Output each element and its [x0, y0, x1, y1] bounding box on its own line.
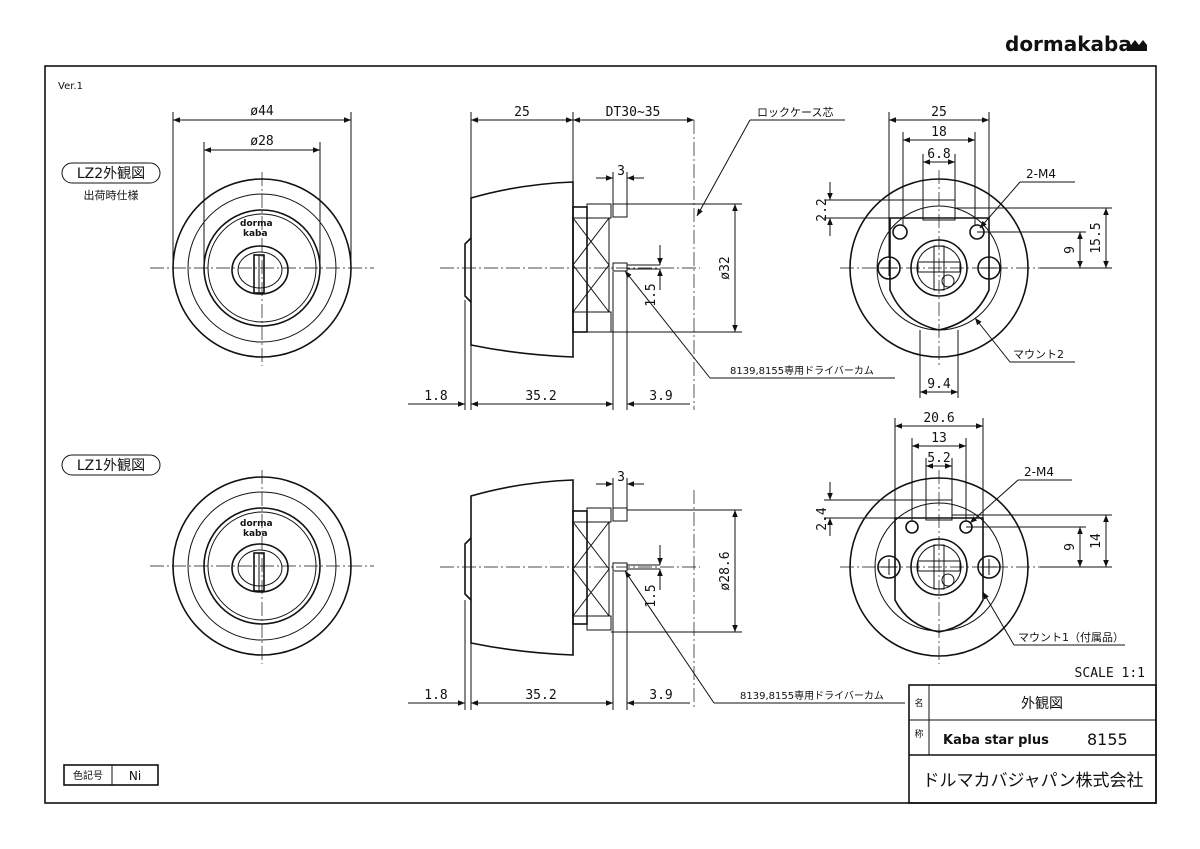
crown-logo-icon [1127, 40, 1147, 51]
front-view-lz1 [150, 470, 374, 664]
dim-side-352-text: 35.2 [525, 389, 556, 404]
dim-side-15-text: 1.5 [644, 283, 659, 306]
color-code-box [63, 764, 159, 786]
dim-side-39-text: 3.9 [649, 389, 672, 404]
mount2-screw-text: 2-M4 [1026, 167, 1056, 181]
mount2-dim-22-text: 2.2 [815, 198, 830, 221]
mount2-view [840, 170, 1040, 366]
mount1-screw-text: 2-M4 [1024, 465, 1054, 479]
dim-side-3-lz1 [596, 478, 644, 508]
cam-note-top: 8139,8155専用ドライバーカム [730, 365, 874, 377]
mount1-dim-206-text: 20.6 [923, 411, 954, 426]
lock-core-label: ロックケース芯 [757, 105, 833, 119]
company-name: ドルマカバジャパン株式会社 [923, 771, 1144, 791]
svg-text:LZ1外観図: LZ1外観図 [77, 457, 145, 474]
mount1-dim-24 [824, 482, 926, 536]
cam-leader-top [624, 270, 895, 379]
mount2-dim-9-text: 9 [1063, 246, 1078, 254]
title-block-label-2: 称 [914, 728, 923, 740]
side-view-lz2 [440, 120, 700, 410]
title-block [908, 684, 1157, 804]
mount1-dim-24-text: 2.4 [815, 507, 830, 531]
mount2-dim-155-text: 15.5 [1089, 222, 1104, 253]
mount2-dim-94-text: 9.4 [927, 377, 951, 392]
color-code-label: 色記号 [73, 769, 103, 782]
dim-side-18-text: 1.8 [424, 389, 447, 404]
dim-side-18-lz1-text: 1.8 [424, 688, 447, 703]
dim-side-dia32 [611, 203, 742, 333]
dim-side-25 [470, 112, 574, 200]
mount2-label: マウント2 [1013, 348, 1064, 361]
svg-text:LZ2外観図: LZ2外観図 [77, 165, 145, 182]
mount2-dim-18-text: 18 [931, 125, 947, 140]
dim-side-bottom-row-lz1 [408, 572, 690, 710]
mount2-dim-68-text: 6.8 [927, 147, 950, 162]
mount1-label: マウント1（付属品） [1018, 631, 1124, 644]
product-name: Kaba star plus [943, 733, 1049, 748]
mount2-label-leader [974, 317, 1075, 363]
dim-side-dia286 [611, 509, 742, 633]
mount2-dim-68 [922, 154, 956, 200]
dim-side-dia286-text: ø28.6 [718, 551, 733, 590]
mount1-dim-52-text: 5.2 [927, 451, 950, 466]
mount1-dim-52 [925, 458, 953, 500]
dim-outer-dia-lz2 [172, 112, 352, 268]
dim-side-3-lz1-text: 3 [617, 470, 625, 485]
dim-side-3-text: 3 [617, 164, 625, 179]
mount1-dim-14 [952, 514, 1112, 568]
dim-side-dia32-text: ø32 [718, 256, 733, 279]
dim-side-39-lz1-text: 3.9 [649, 688, 672, 703]
side-view-lz1 [440, 479, 700, 710]
dim-side-352-lz1-text: 35.2 [525, 688, 556, 703]
lz2-subtitle: 出荷時仕様 [84, 188, 139, 202]
dim-inner-dia-lz2 [203, 142, 321, 268]
color-code-value: Ni [129, 769, 141, 783]
mount2-screw-leader [979, 181, 1075, 229]
mount1-view [840, 470, 1040, 664]
mount2-dim-25 [888, 112, 990, 258]
mount1-dim-206 [894, 418, 984, 518]
cam-note-bottom: 8139,8155専用ドライバーカム [740, 690, 884, 702]
product-model: 8155 [1087, 730, 1128, 749]
mount1-dim-9 [966, 526, 1086, 568]
front-view-lz2 [150, 172, 374, 366]
version-label: Ver.1 [58, 81, 83, 92]
brand-logo-text: dormakaba [1005, 32, 1132, 56]
dim-side-3 [596, 172, 644, 204]
drawing-name: 外観図 [1021, 695, 1063, 712]
dim-side-dt-text: DT30~35 [606, 105, 661, 120]
mount2-dim-9 [977, 231, 1086, 269]
front-logo-line1: dorma [240, 219, 273, 229]
front-logo-line2: kaba [243, 229, 268, 239]
dim-inner-dia-text: ø28 [250, 134, 273, 149]
mount2-dim-94 [919, 330, 959, 398]
scale-label: SCALE 1:1 [1075, 666, 1145, 681]
front-logo-line1-lz1: dorma [240, 519, 273, 529]
mount2-dim-25-text: 25 [931, 105, 947, 120]
mount2-dim-22 [824, 182, 923, 236]
lz2-view-title: LZ2外観図 [61, 162, 161, 184]
front-logo-line2-lz1: kaba [243, 529, 268, 539]
title-block-label-1: 名 [914, 697, 923, 709]
mount1-dim-14-text: 14 [1089, 533, 1104, 549]
lock-core-leader [696, 119, 845, 217]
mount1-label-leader [982, 591, 1125, 646]
dim-side-25-text: 25 [514, 105, 530, 120]
drawing-frame [44, 65, 1157, 804]
mount1-dim-13 [911, 438, 967, 521]
mount1-screw-leader [969, 479, 1072, 524]
mount2-dim-18 [902, 132, 976, 225]
dim-side-bottom-row [408, 272, 690, 410]
mount2-dim-155 [955, 207, 1112, 269]
dim-outer-dia-text: ø44 [250, 104, 274, 119]
dim-side-15-lz1-text: 1.5 [644, 584, 659, 607]
cam-leader-bottom [624, 570, 905, 704]
mount1-dim-9-text: 9 [1063, 543, 1078, 551]
mount1-dim-13-text: 13 [931, 431, 947, 446]
lz1-view-title: LZ1外観図 [61, 454, 161, 476]
